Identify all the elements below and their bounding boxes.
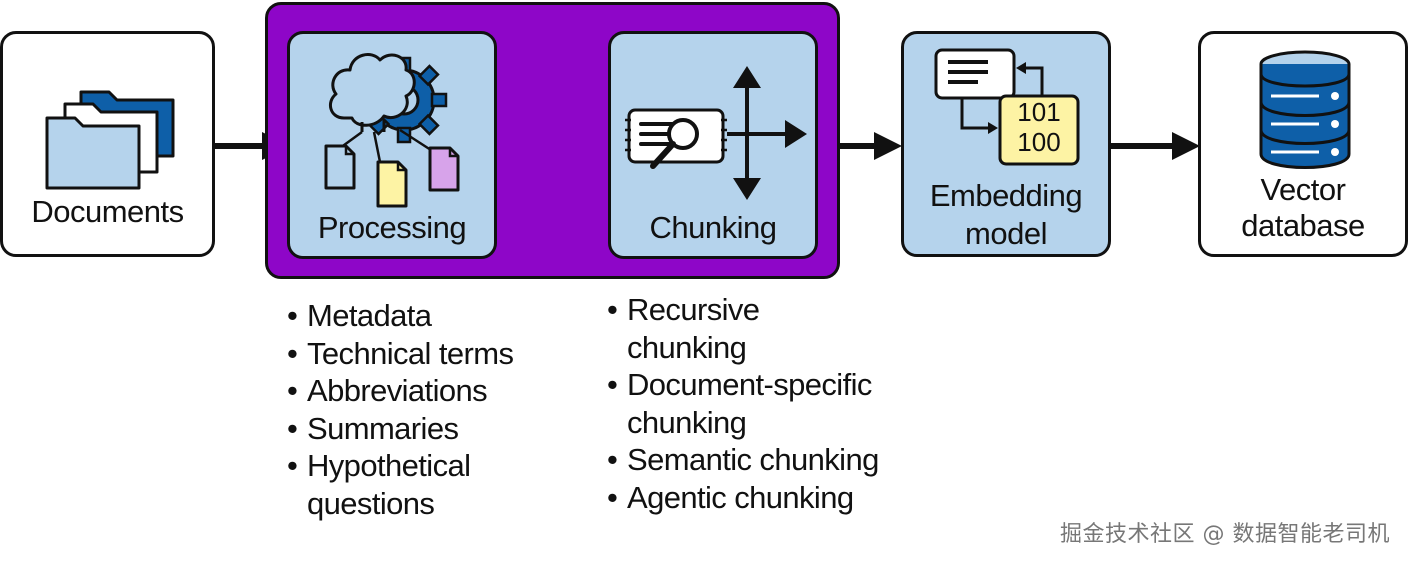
list-item-line: chunking: [627, 404, 747, 440]
vector-label-line2: database: [1241, 208, 1365, 243]
preprocessing-pipeline: Processing Chunking: [265, 2, 840, 279]
chunk-magnify-arrows-icon: [625, 66, 807, 200]
list-item-line: Abbreviations: [307, 373, 488, 408]
list-item: Summaries: [287, 410, 513, 448]
list-item-line: Metadata: [307, 298, 432, 333]
text-to-binary-icon: [934, 48, 1080, 166]
chunking-strategies-list: RecursivechunkingDocument-specificchunki…: [607, 291, 879, 516]
folders-icon: [45, 90, 175, 190]
list-item-line: Semantic chunking: [627, 442, 879, 477]
list-item: Technical terms: [287, 335, 514, 373]
list-item: Agentic chunking: [607, 479, 879, 517]
vector-label-line1: Vector: [1260, 172, 1346, 207]
chunking-node: Chunking: [608, 31, 818, 259]
chunking-label: Chunking: [649, 210, 777, 245]
list-item-line: Hypothetical: [307, 448, 471, 483]
processing-label: Processing: [317, 210, 467, 245]
list-item-line: questions: [307, 485, 435, 521]
list-item-line: Summaries: [307, 410, 459, 446]
vector-database-node: Vector database: [1198, 31, 1408, 257]
list-item: Metadata: [287, 297, 513, 335]
list-item-line: Document-specific: [627, 367, 872, 402]
list-item: Abbreviations: [287, 372, 513, 410]
brain-gear-icon: [324, 53, 460, 208]
list-item-line: Technical terms: [307, 335, 514, 371]
watermark: 掘金技术社区 @ 数据智能老司机: [1060, 522, 1390, 547]
list-item-line: chunking: [627, 329, 747, 365]
documents-node: Documents: [0, 31, 215, 257]
documents-label: Documents: [31, 194, 184, 229]
arrow-embedding-to-vector-db: [1110, 132, 1200, 160]
binary-bottom-text: 100: [1017, 127, 1061, 157]
binary-top-text: 101: [1017, 97, 1061, 127]
processing-techniques-list: MetadataTechnical termsAbbreviationsSumm…: [287, 297, 514, 522]
processing-node: Processing: [287, 31, 497, 259]
database-icon: [1259, 50, 1351, 169]
embedding-label-line1: Embedding: [929, 178, 1083, 213]
list-item: Semantic chunking: [607, 441, 879, 479]
list-item-line: Agentic chunking: [627, 479, 854, 515]
embedding-label-line2: model: [965, 216, 1047, 251]
embedding-model-node: 101 100 Embedding model: [901, 31, 1111, 257]
list-item-line: Recursive: [627, 292, 760, 327]
